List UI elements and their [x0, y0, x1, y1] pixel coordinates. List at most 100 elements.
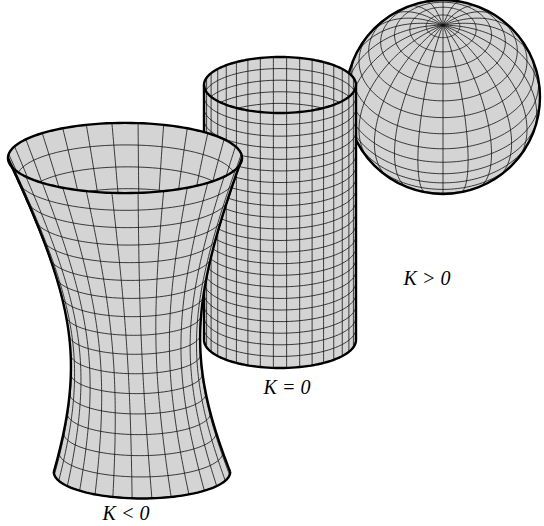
grid-line	[204, 277, 356, 305]
grid-line	[26, 197, 229, 227]
grid-line	[49, 232, 211, 256]
grid-line	[204, 236, 356, 264]
grid-line	[59, 428, 223, 453]
grid-line	[418, 25, 443, 192]
grid-line	[64, 410, 217, 433]
grid-line	[181, 183, 208, 491]
grid-line	[395, 25, 444, 187]
grid-line	[67, 413, 210, 435]
curvature-label: K < 0	[101, 502, 152, 524]
grid-line	[138, 123, 152, 446]
grid-line	[67, 392, 210, 414]
grid-line	[443, 25, 468, 192]
grid-line	[443, 25, 492, 187]
grid-line	[443, 0, 444, 25]
grid-line	[204, 294, 356, 322]
grid-line	[204, 219, 356, 247]
surface-grid	[204, 87, 356, 368]
grid-line	[56, 276, 207, 299]
grid-line	[204, 317, 356, 345]
silhouette	[355, 85, 357, 340]
grid-line	[86, 125, 115, 447]
grid-line	[54, 472, 230, 498]
grid-line	[204, 224, 356, 252]
grid-line	[374, 25, 443, 176]
rim	[8, 123, 242, 193]
grid-line	[34, 217, 222, 245]
grid-line	[200, 154, 242, 469]
grid-line	[156, 191, 171, 497]
grid-line	[204, 266, 356, 294]
curvature-label: K = 0	[262, 376, 313, 398]
silhouette	[8, 158, 71, 472]
grid-line	[204, 208, 356, 236]
grid-line	[71, 354, 201, 374]
grid-line	[443, 25, 444, 194]
grid-line	[70, 394, 206, 414]
surface-grid	[9, 162, 242, 499]
grid-line	[204, 282, 356, 310]
surface-fill	[204, 57, 356, 368]
grid-line	[204, 305, 356, 333]
grid-line	[408, 6, 443, 26]
grid-line	[204, 97, 356, 125]
grid-line	[66, 295, 201, 315]
grid-line	[204, 300, 356, 328]
grid-line	[17, 145, 235, 178]
grid-line	[443, 1, 460, 25]
grid-line	[346, 25, 443, 94]
grid-line	[204, 247, 356, 275]
grid-line	[49, 256, 211, 280]
surface-fill	[8, 123, 242, 499]
grid-line	[204, 115, 356, 143]
grid-line	[204, 312, 356, 340]
sphere-fill	[346, 0, 540, 194]
rim	[204, 57, 356, 113]
grid-line	[66, 315, 201, 335]
grid-line	[69, 335, 200, 355]
grid-line	[59, 452, 223, 477]
grid-line	[443, 18, 516, 33]
grid-line	[61, 295, 203, 316]
grid-line	[156, 125, 171, 447]
hyperboloid-figure	[8, 123, 242, 499]
grid-line	[204, 213, 356, 241]
grid-line	[42, 237, 216, 263]
grid-line	[204, 270, 356, 298]
grid-line	[443, 25, 527, 159]
grid-line	[443, 25, 512, 176]
sphere-outline	[346, 0, 540, 194]
grid-line	[204, 242, 356, 270]
grid-line	[359, 25, 443, 159]
grid-line	[390, 12, 443, 26]
grid-line	[443, 23, 532, 58]
cylinder-figure	[204, 57, 356, 368]
grid-line	[64, 433, 217, 456]
grid-line	[204, 69, 356, 97]
sphere-figure	[346, 0, 540, 194]
grid-line	[426, 1, 443, 25]
curvature-label: K > 0	[402, 267, 453, 289]
grid-line	[204, 231, 356, 259]
grid-line	[370, 18, 443, 33]
silhouette	[200, 158, 242, 472]
rim	[204, 340, 356, 368]
grid-line	[9, 154, 72, 469]
grid-line	[69, 315, 200, 335]
grid-line	[204, 259, 356, 287]
grid-line	[138, 193, 152, 498]
rim	[54, 472, 230, 498]
grid-line	[86, 191, 115, 497]
grid-line	[204, 289, 356, 317]
grid-line	[15, 170, 75, 481]
grid-line	[71, 354, 203, 374]
grid-line	[42, 210, 216, 236]
grid-line	[354, 23, 443, 58]
grid-line	[204, 328, 356, 356]
grid-line	[204, 103, 356, 131]
grid-line	[204, 340, 356, 368]
grid-line	[204, 254, 356, 282]
grid-line	[71, 374, 203, 394]
grid-line	[42, 183, 90, 491]
